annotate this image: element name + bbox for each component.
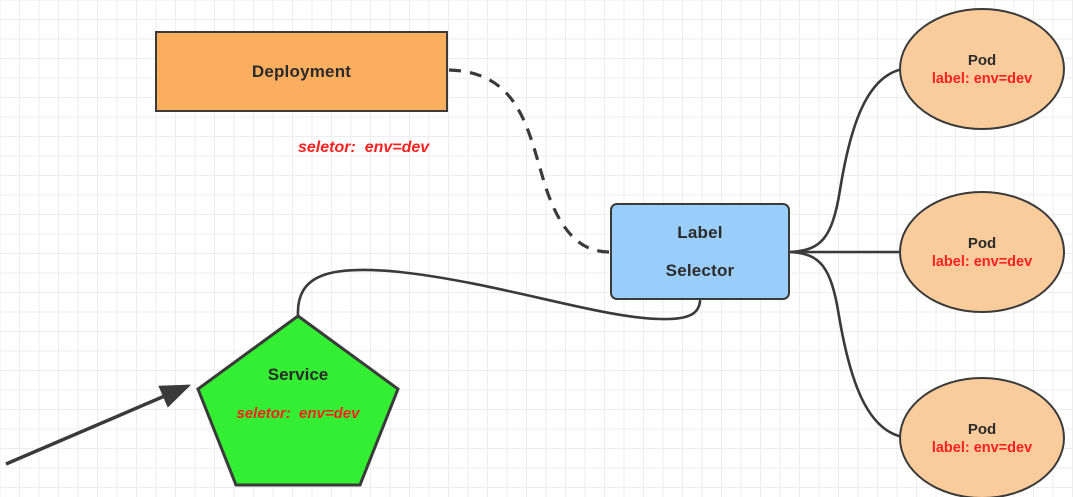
service-selector-annotation: seletor: env=dev (236, 405, 360, 422)
label-selector-line1: Label (677, 222, 723, 242)
node-label-selector[interactable]: Label Selector (610, 203, 790, 300)
pentagon-shape (196, 314, 400, 487)
service-label: Service (267, 365, 329, 384)
pod-1-selector: label: env=dev (931, 70, 1033, 87)
node-pod-1[interactable]: Pod label: env=dev (899, 8, 1065, 130)
node-pod-2[interactable]: Pod label: env=dev (899, 191, 1065, 313)
pod-2-selector: label: env=dev (931, 253, 1033, 270)
pod-3-selector: label: env=dev (931, 439, 1033, 456)
edge-label-selector-to-pod-3 (789, 250, 905, 439)
node-pod-3[interactable]: Pod label: env=dev (899, 377, 1065, 497)
node-service[interactable]: Service seletor: env=dev (195, 313, 401, 489)
deployment-label: Deployment (251, 61, 352, 81)
label-selector-line2: Selector (665, 260, 735, 280)
pod-1-label: Pod (967, 51, 997, 69)
edge-label-selector-to-pod-1 (789, 67, 905, 254)
edge-incoming-traffic-to-service (5, 384, 192, 466)
service-text-stack: Service seletor: env=dev (195, 313, 401, 489)
pod-3-label: Pod (967, 420, 997, 438)
edge-deployment-to-label-selector (448, 68, 610, 254)
node-deployment[interactable]: Deployment (155, 31, 448, 112)
pod-2-label: Pod (967, 234, 997, 252)
deployment-selector-annotation: seletor: env=dev (298, 139, 430, 156)
